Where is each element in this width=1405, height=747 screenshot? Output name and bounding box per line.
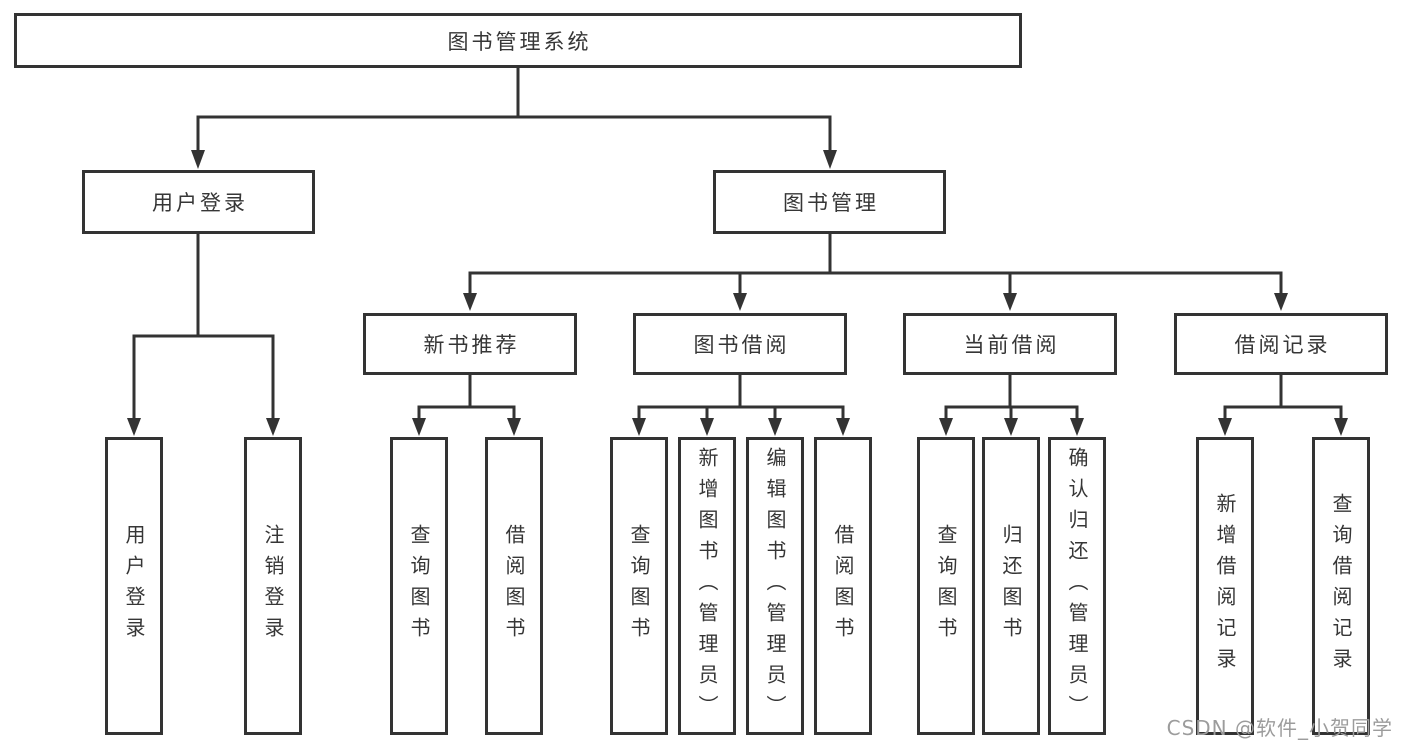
leaf-add-borrow-record: 新增借阅记录 <box>1196 437 1254 735</box>
node-book-borrow: 图书借阅 <box>633 313 847 375</box>
node-new-book-recommend: 新书推荐 <box>363 313 577 375</box>
leaf-edit-book-admin: 编辑图书（管理员） <box>746 437 804 735</box>
node-label: 新书推荐 <box>423 333 520 357</box>
node-label: 借阅记录 <box>1234 333 1331 357</box>
leaf-query-borrow-record: 查询借阅记录 <box>1312 437 1370 735</box>
leaf-query-books-recommend: 查询图书 <box>390 437 448 735</box>
leaf-query-books-current: 查询图书 <box>917 437 975 735</box>
leaf-label: 查询图书 <box>407 524 431 648</box>
node-label: 图书管理系统 <box>447 29 592 54</box>
leaf-borrow-books-recommend: 借阅图书 <box>485 437 543 735</box>
leaf-add-book-admin: 新增图书（管理员） <box>678 437 736 735</box>
leaf-label: 归还图书 <box>999 524 1023 648</box>
leaf-label: 编辑图书（管理员） <box>763 446 787 726</box>
node-book-management: 图书管理 <box>713 170 946 234</box>
node-label: 图书管理 <box>783 191 879 215</box>
node-user-login: 用户登录 <box>82 170 315 234</box>
leaf-label: 借阅图书 <box>502 524 526 648</box>
connector-paths <box>132 68 1343 420</box>
leaf-label: 注销登录 <box>261 524 285 648</box>
leaf-label: 新增图书（管理员） <box>695 446 719 726</box>
node-label: 图书借阅 <box>693 333 790 357</box>
arrowheads <box>127 150 1348 436</box>
csdn-watermark: CSDN @软件_小贺同学 <box>1166 716 1393 740</box>
leaf-label: 查询借阅记录 <box>1329 493 1353 679</box>
leaf-label: 查询图书 <box>934 524 958 648</box>
leaf-user-login: 用户登录 <box>105 437 163 735</box>
node-library-system: 图书管理系统 <box>14 13 1022 68</box>
leaf-label: 查询图书 <box>627 524 651 648</box>
leaf-label: 新增借阅记录 <box>1213 493 1237 679</box>
leaf-label: 用户登录 <box>122 524 146 648</box>
leaf-confirm-return-admin: 确认归还（管理员） <box>1048 437 1106 735</box>
leaf-borrow-books: 借阅图书 <box>814 437 872 735</box>
node-borrow-records: 借阅记录 <box>1174 313 1388 375</box>
leaf-label: 确认归还（管理员） <box>1065 446 1089 726</box>
leaf-query-books-borrow: 查询图书 <box>610 437 668 735</box>
leaf-label: 借阅图书 <box>831 524 855 648</box>
leaf-logout: 注销登录 <box>244 437 302 735</box>
node-current-borrow: 当前借阅 <box>903 313 1117 375</box>
node-label: 用户登录 <box>152 191 248 215</box>
node-label: 当前借阅 <box>963 333 1060 357</box>
leaf-return-book: 归还图书 <box>982 437 1040 735</box>
